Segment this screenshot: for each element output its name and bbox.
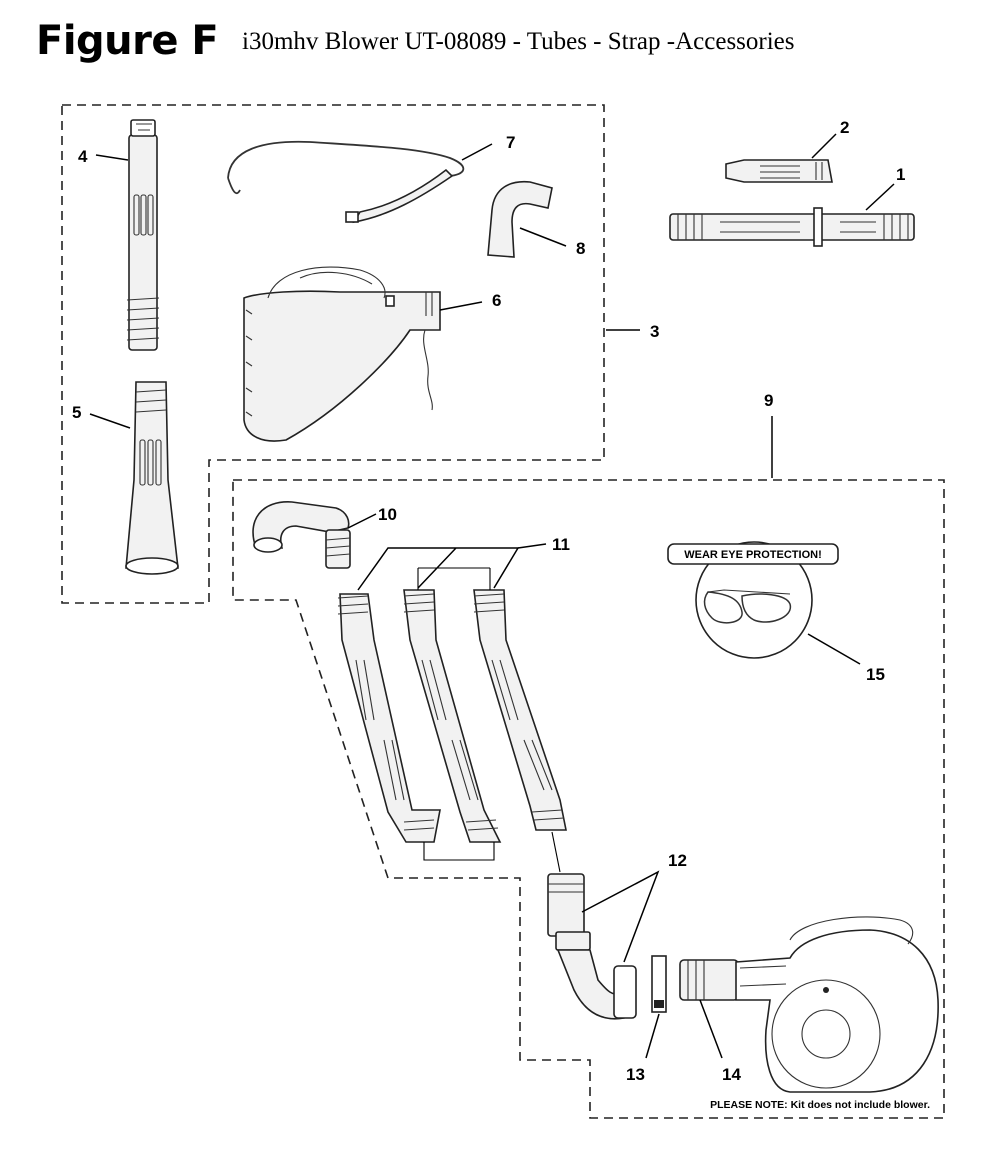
part-2-short-tube [725, 159, 833, 183]
kit-note: PLEASE NOTE: Kit does not include blower… [710, 1099, 930, 1111]
callout-11: 11 [552, 535, 570, 554]
part-14-adapter [679, 959, 739, 1001]
part-4-upper-tube [126, 119, 160, 351]
callout-15: 15 [866, 665, 885, 684]
callout-3: 3 [650, 322, 659, 341]
part-10-elbow [252, 501, 351, 569]
part-7-strap [227, 140, 465, 224]
part-11-tube-a [337, 593, 441, 843]
callout-13: 13 [626, 1065, 645, 1084]
part-8-elbow [487, 180, 553, 258]
part-6-bag [243, 266, 441, 442]
kit-3-boundary [61, 104, 605, 604]
callout-12: 12 [668, 851, 687, 870]
part-13-sleeve [651, 955, 667, 1013]
blower-reference [735, 916, 939, 1093]
callout-1: 1 [896, 165, 905, 184]
callout-7: 7 [506, 133, 515, 152]
part-11-tube-b [403, 589, 502, 843]
part-1-long-tube [669, 207, 915, 247]
callout-8: 8 [576, 239, 585, 258]
figure-title: i30mhv Blower UT-08089 - Tubes - Strap -… [242, 28, 795, 55]
part-12-coupler-elbow [547, 873, 637, 1020]
figure-label: Figure F [36, 18, 219, 64]
callout-6: 6 [492, 291, 501, 310]
part-11-tube-c [473, 589, 567, 831]
callout-14: 14 [722, 1065, 741, 1084]
kit-9-boundary [232, 479, 945, 1119]
callout-5: 5 [72, 403, 81, 422]
callout-4: 4 [78, 147, 88, 166]
warning-label: WEAR EYE PROTECTION! [684, 549, 822, 561]
part-15-safety-glasses [667, 541, 839, 659]
callout-2: 2 [840, 118, 849, 137]
callout-9: 9 [764, 391, 773, 410]
callout-10: 10 [378, 505, 397, 524]
part-5-nozzle-tube [125, 381, 179, 575]
